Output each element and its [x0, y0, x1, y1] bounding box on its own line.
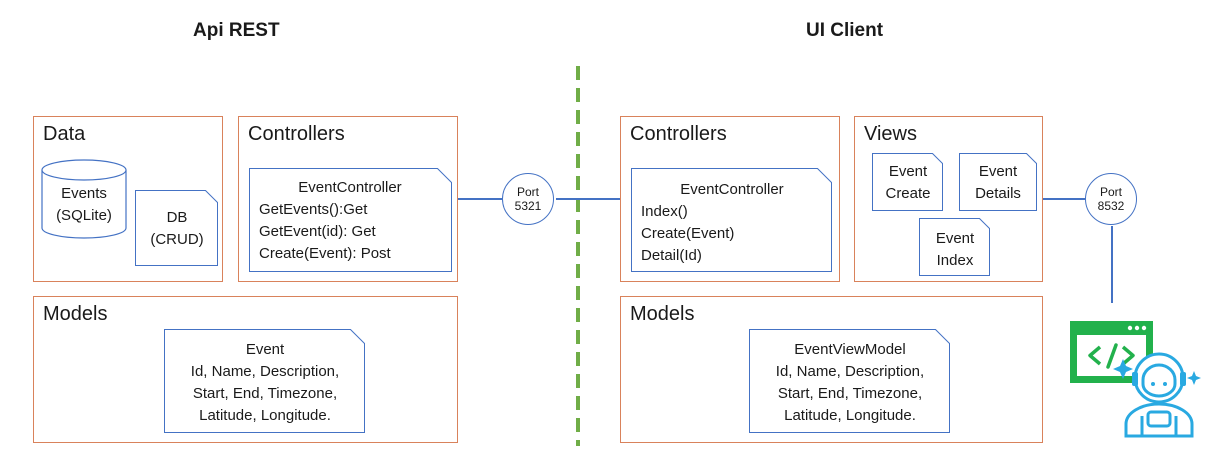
eventviewmodel-name: EventViewModel [794, 341, 906, 358]
api-models-title: Models [43, 303, 108, 325]
db-cylinder-label: Events (SQLite) [41, 183, 127, 227]
connector-views-to-port [1043, 198, 1085, 200]
event-model-line-2: Start, End, Timezone, [192, 385, 338, 402]
port-5321-label: Port [516, 185, 539, 199]
api-method-3: Create(Event): Post [259, 245, 391, 262]
view-event-index-card: Event Index [919, 218, 990, 276]
section-divider [576, 66, 580, 446]
event-model-line-1: Id, Name, Description, [190, 363, 340, 380]
database-cylinder-icon [41, 159, 127, 239]
view-event-create-card: Event Create [872, 153, 943, 211]
ui-client-heading: UI Client [806, 20, 884, 41]
eventviewmodel-line-1: Id, Name, Description, [775, 363, 925, 380]
view-index-line-1: Event [935, 230, 975, 247]
ui-eventcontroller-card: EventController Index() Create(Event) De… [631, 168, 832, 272]
db-crud-line-1: DB [166, 209, 188, 226]
ui-eventcontroller-name: EventController [680, 181, 784, 198]
ui-models-title: Models [630, 303, 695, 325]
event-model-line-3: Latitude, Longitude. [199, 407, 331, 424]
ui-controllers-title: Controllers [630, 123, 727, 145]
db-cylinder-line-1: Events [61, 185, 107, 202]
view-create-line-2: Create [885, 185, 931, 202]
event-model-card: Event Id, Name, Description, Start, End,… [164, 329, 365, 433]
eventviewmodel-card: EventViewModel Id, Name, Description, St… [749, 329, 950, 433]
port-8532-number: 8532 [1097, 199, 1125, 213]
view-create-line-1: Event [888, 163, 928, 180]
api-method-2: GetEvent(id): Get [259, 223, 376, 240]
api-eventcontroller-card: EventController GetEvents():Get GetEvent… [249, 168, 452, 272]
port-8532-label: Port [1099, 185, 1122, 199]
db-crud-line-2: (CRUD) [150, 231, 204, 248]
ui-controllers-box: Controllers EventController Index() Crea… [620, 116, 840, 282]
connector-api-to-port [458, 198, 502, 200]
db-crud-card: DB (CRUD) [135, 190, 218, 266]
connector-port-to-user [1111, 226, 1113, 303]
view-details-line-1: Event [978, 163, 1018, 180]
view-event-details-card: Event Details [959, 153, 1037, 211]
view-index-line-2: Index [936, 252, 974, 269]
view-details-line-2: Details [975, 185, 1021, 202]
api-eventcontroller-name: EventController [298, 179, 402, 196]
developer-with-code-window-icon [1070, 321, 1201, 438]
ui-models-box: Models EventViewModel Id, Name, Descript… [620, 296, 1043, 443]
eventviewmodel-line-2: Start, End, Timezone, [777, 385, 923, 402]
api-controllers-title: Controllers [248, 123, 345, 145]
data-title: Data [43, 123, 86, 145]
ui-method-1: Index() [641, 203, 688, 220]
api-models-box: Models Event Id, Name, Description, Star… [33, 296, 458, 443]
api-controllers-box: Controllers EventController GetEvents():… [238, 116, 458, 282]
ui-method-2: Create(Event) [641, 225, 735, 242]
api-rest-heading: Api REST [193, 20, 280, 41]
views-title: Views [864, 123, 917, 145]
connector-port-to-ui [556, 198, 630, 200]
port-5321: Port 5321 [502, 173, 554, 225]
event-model-name: Event [245, 341, 285, 358]
port-5321-number: 5321 [514, 199, 542, 213]
eventviewmodel-line-3: Latitude, Longitude. [784, 407, 916, 424]
ui-method-3: Detail(Id) [641, 247, 702, 264]
db-cylinder-line-2: (SQLite) [56, 207, 112, 224]
api-method-1: GetEvents():Get [259, 201, 368, 218]
port-8532: Port 8532 [1085, 173, 1137, 225]
ui-views-box: Views Event Create Event Details Event I… [854, 116, 1043, 282]
api-data-box: Data Events (SQLite) DB (CRUD) [33, 116, 223, 282]
